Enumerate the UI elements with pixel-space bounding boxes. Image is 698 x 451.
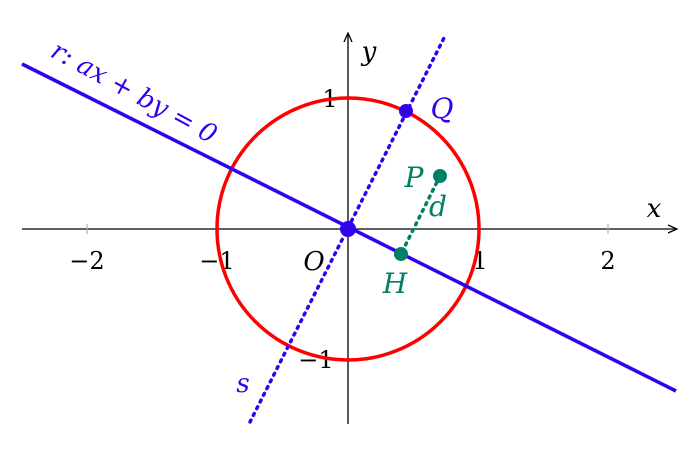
point-origin [340,221,356,237]
unit-circle [215,96,481,362]
x-axis-label: x [647,194,662,224]
segment-d [399,174,442,256]
x-tick-label: −2 [69,247,104,275]
distance-d-label: d [429,190,447,223]
origin-label: O [303,247,324,277]
line-r-label: r: ax + by = 0 [46,36,222,150]
x-tick-label: −1 [199,247,234,275]
point-h [394,247,408,261]
point-q [399,104,413,118]
point-h-label: H [382,267,408,300]
point-q-label: Q [431,92,454,125]
line-s-label: s [236,369,249,399]
point-p [433,169,447,183]
point-p-label: P [404,161,425,194]
x-tick-label: 2 [600,247,615,275]
y-axis-label: y [361,37,377,67]
